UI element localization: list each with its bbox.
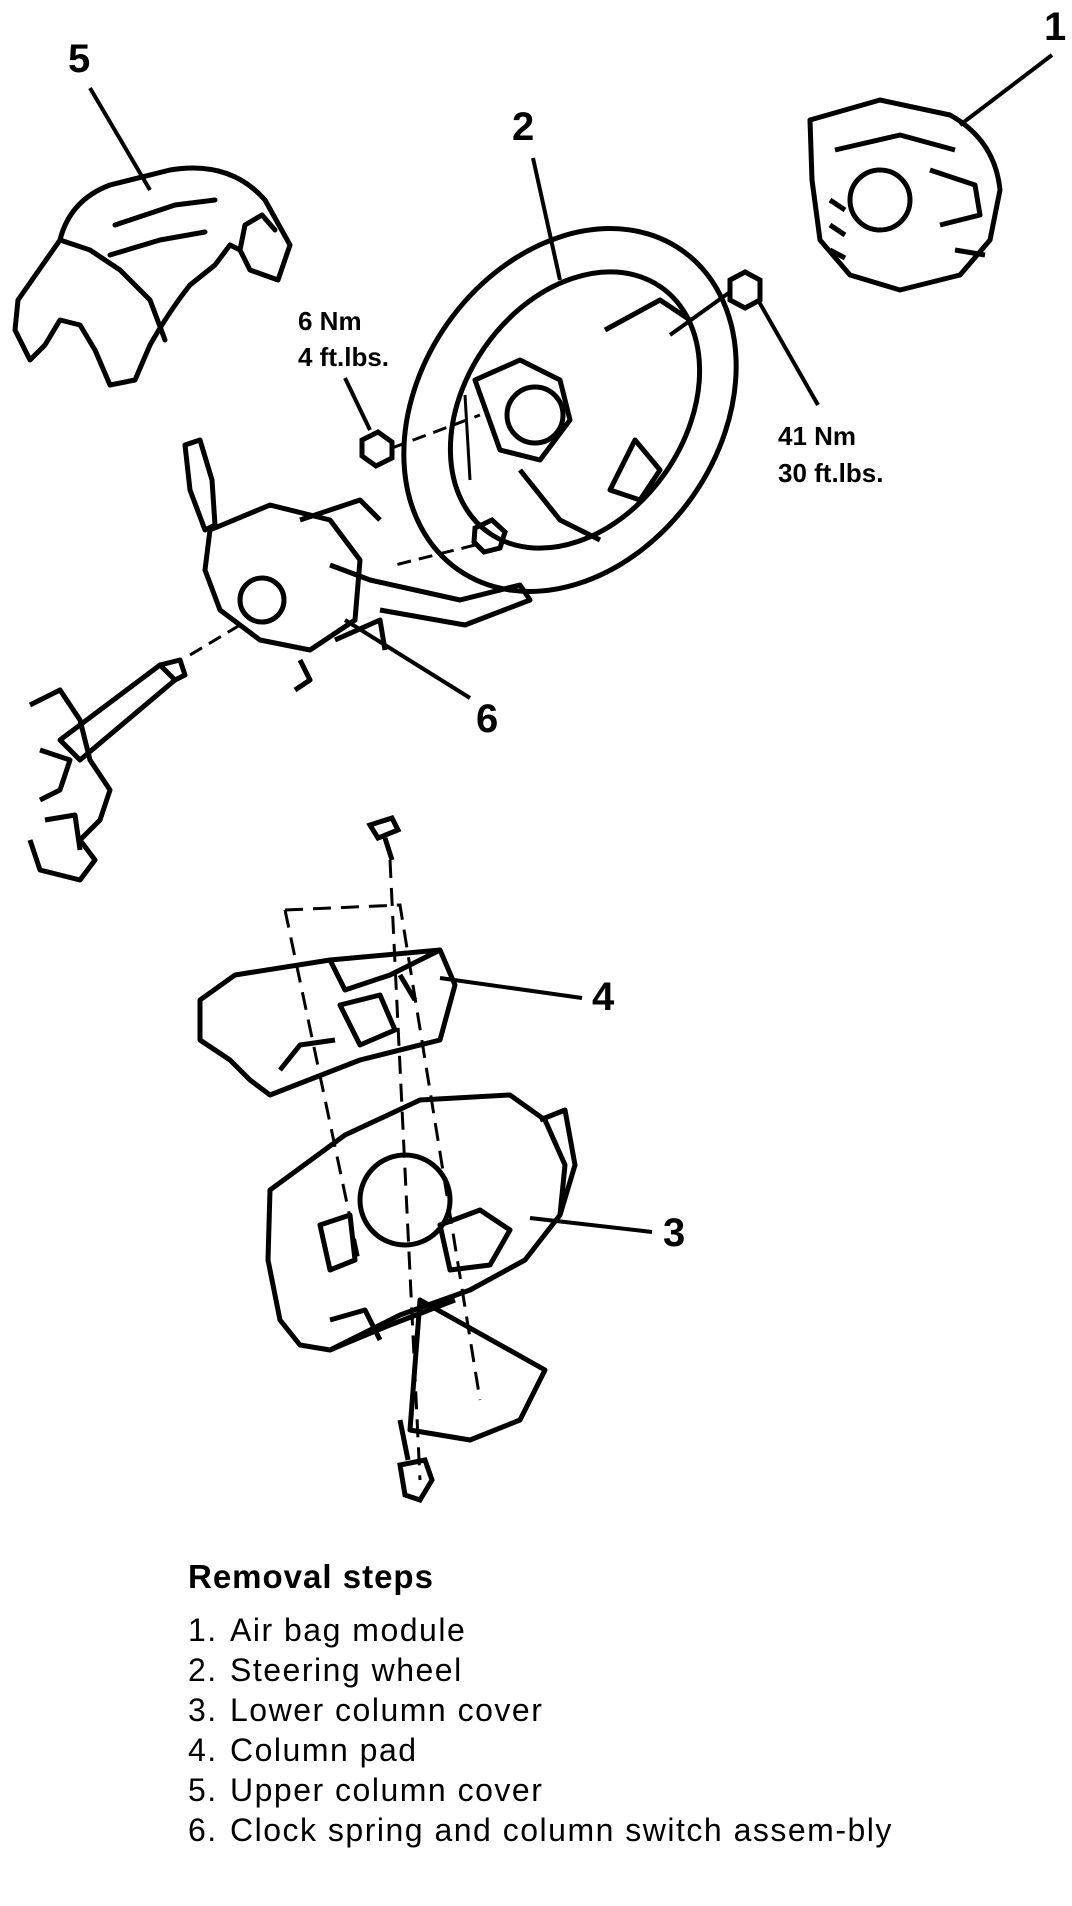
list-item: 2.Steering wheel [188,1652,463,1688]
steering-wheel-drawing [401,226,739,594]
axis-bolt-6 [394,543,476,567]
exploded-diagram: 5 2 41 Nm 30 ft.lbs. 1 6 Nm 4 ft.lbs. [12,5,1066,1504]
leader-torque-6 [343,377,372,431]
clock-spring-switch-drawing [182,437,533,693]
callout-5: 5 [68,37,90,81]
torque-6-nm: 6 Nm [298,306,362,336]
torque-4-ftlbs: 4 ft.lbs. [298,342,389,372]
leader-torque-41 [756,299,820,406]
torque-30-ftlbs: 30 ft.lbs. [778,458,883,488]
removal-steps-title: Removal steps [188,1558,434,1595]
wheel-nut-drawing [727,269,763,311]
leader-2 [531,157,562,281]
list-item: 3.Lower column cover [188,1692,544,1728]
leader-5 [88,86,152,192]
removal-steps-list: 1.Air bag module 2.Steering wheel 3.Lowe… [188,1610,1028,1850]
upper-column-cover-drawing [12,165,293,388]
list-item: 4.Column pad [188,1732,418,1768]
lower-column-cover-drawing [265,1092,578,1443]
removal-steps-legend: Removal steps 1.Air bag module 2.Steerin… [188,1558,1028,1850]
switch-bolt-drawing [471,517,508,555]
alignment-lines [283,903,482,1401]
column-pad-drawing [197,947,458,1098]
air-bag-module-drawing [807,97,1003,293]
callout-6: 6 [476,697,498,741]
callout-2: 2 [512,105,534,149]
leader-3 [529,1216,653,1234]
list-item: 6.Clock spring and column switch assem-b… [188,1812,893,1848]
callout-3: 3 [663,1211,685,1255]
callout-1: 1 [1044,5,1066,49]
list-item: 5.Upper column cover [188,1772,544,1808]
callout-4: 4 [592,975,615,1019]
leader-wheel-nut [668,290,732,337]
small-bolt-drawing [359,413,481,469]
screw-bottom-drawing [397,1419,435,1504]
steering-shaft-drawing [27,623,241,883]
leader-6 [343,618,472,700]
list-item: 1.Air bag module [188,1612,467,1648]
leader-1 [958,53,1054,127]
torque-41-nm: 41 Nm [778,421,856,451]
leader-4 [439,976,583,1000]
